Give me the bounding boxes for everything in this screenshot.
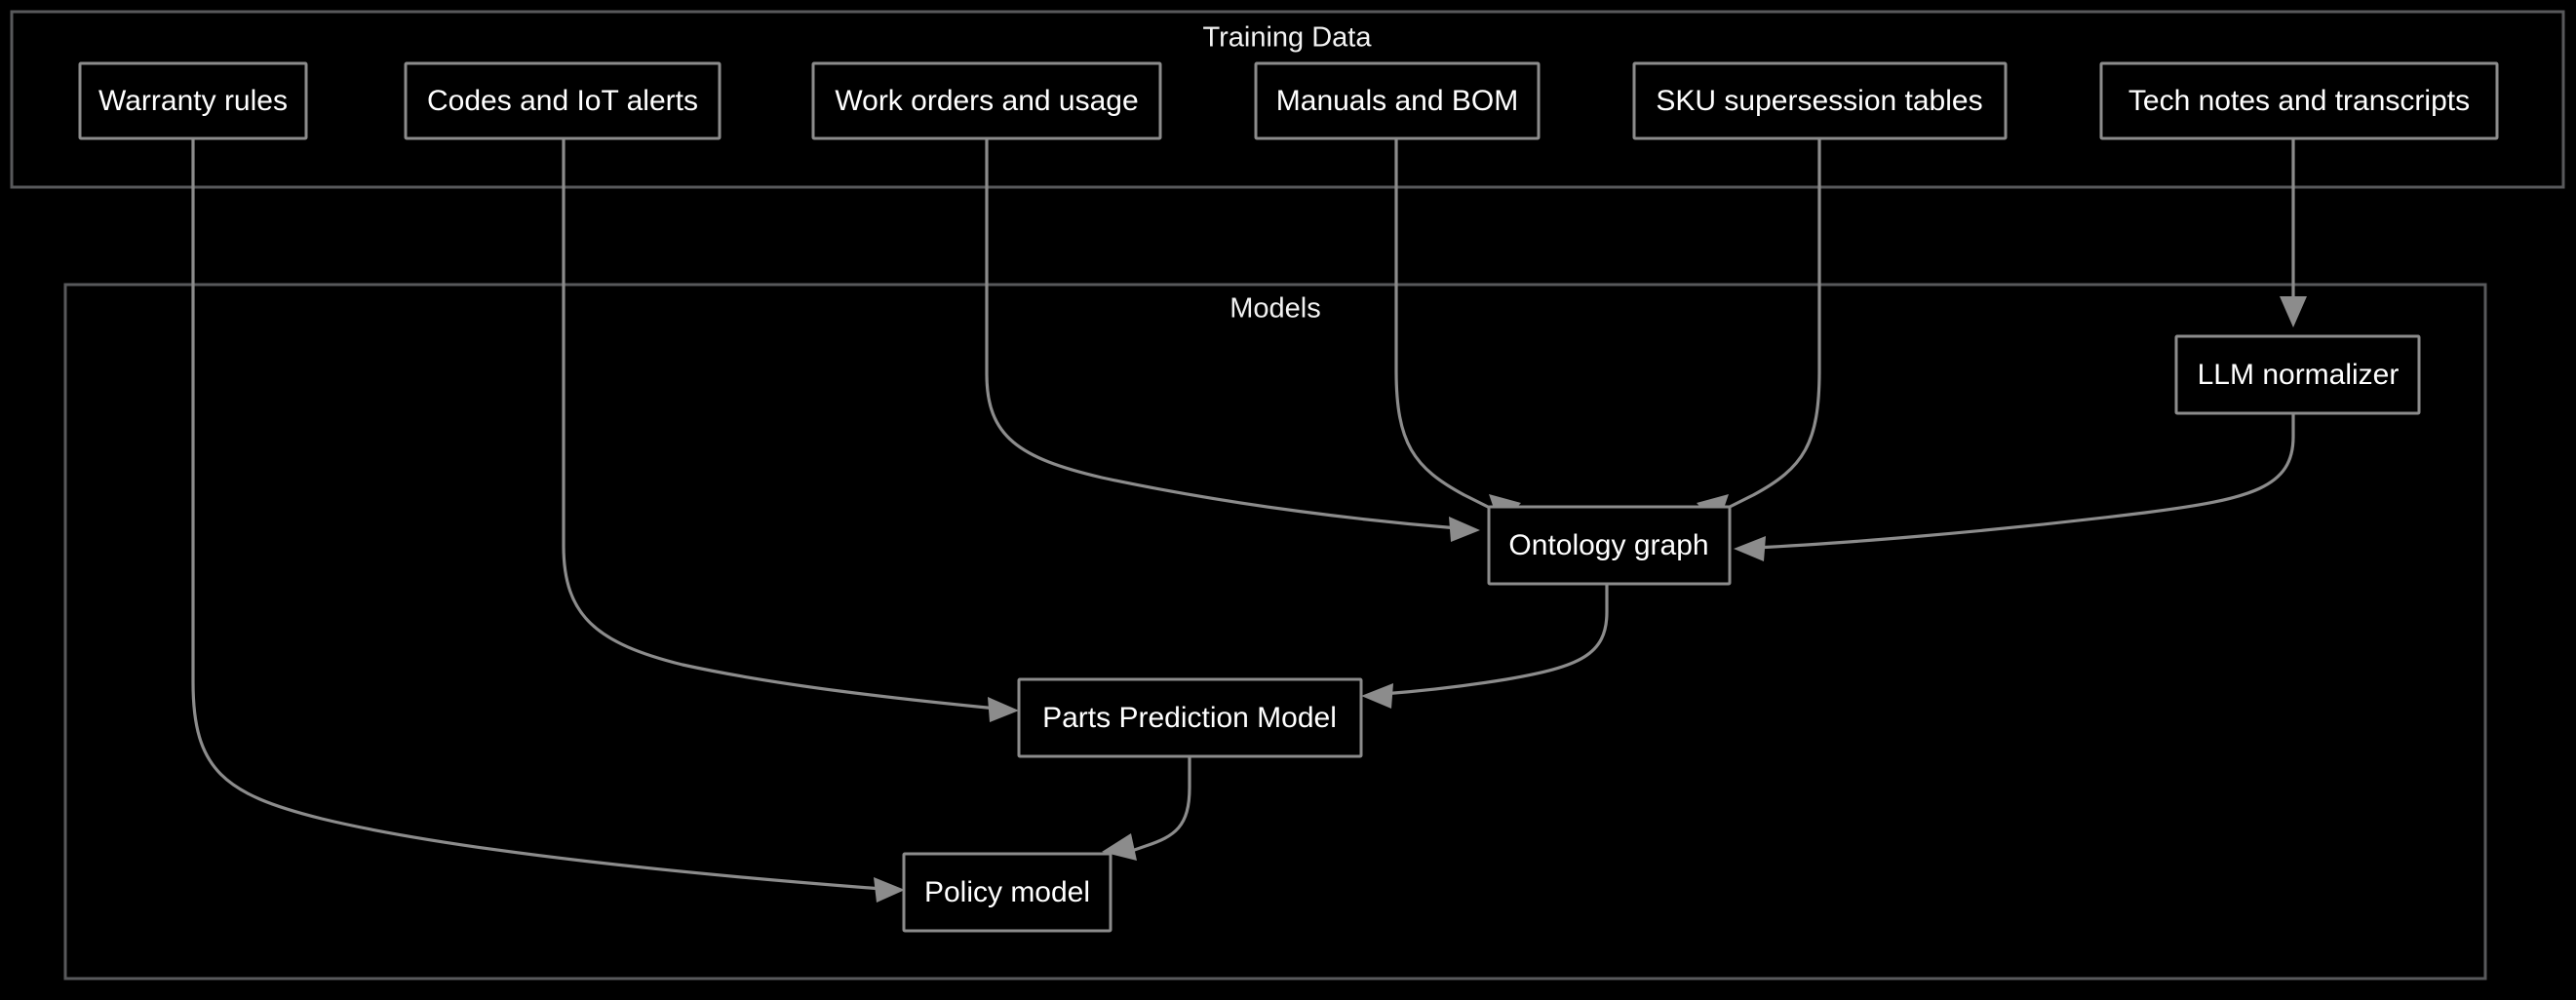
edge-llm-normalizer-to-ontology-graph-line	[1754, 414, 2295, 550]
edge-tech-notes-to-llm-normalizer-arrowhead	[2280, 296, 2307, 327]
node-sku-supersession-tables-box[interactable]	[1632, 61, 2008, 140]
edge-parts-prediction-model-to-policy-model-line	[1122, 756, 1191, 856]
cluster-training-data-label: Training Data	[1202, 22, 1372, 54]
node-policy-model[interactable]: Policy model	[902, 852, 1112, 933]
node-work-orders-and-usage-box[interactable]	[811, 61, 1162, 140]
edge-llm-normalizer-to-ontology-graph-arrowhead	[1734, 536, 1766, 561]
node-policy-model-box[interactable]	[902, 852, 1112, 933]
node-tech-notes-and-transcripts[interactable]: Tech notes and transcripts	[2099, 61, 2499, 140]
edge-warranty-rules-to-policy-model-arrowhead	[874, 877, 905, 903]
edge-ontology-graph-to-parts-prediction-model-line	[1382, 580, 1609, 696]
edge-llm-normalizer-to-ontology-graph	[1734, 414, 2295, 561]
edge-sku-supersession-to-ontology-graph-line	[1715, 138, 1821, 516]
node-tech-notes-and-transcripts-label: Tech notes and transcripts	[2128, 85, 2470, 117]
edge-work-orders-usage-to-ontology-graph-line	[985, 138, 1459, 530]
node-sku-supersession-tables[interactable]: SKU supersession tables	[1632, 61, 2008, 140]
edge-work-orders-usage-to-ontology-graph	[985, 138, 1480, 542]
node-policy-model-label: Policy model	[924, 876, 1090, 908]
node-ontology-graph-label: Ontology graph	[1508, 529, 1708, 561]
edge-ontology-graph-to-parts-prediction-model-arrowhead	[1361, 683, 1393, 709]
node-tech-notes-and-transcripts-box[interactable]	[2099, 61, 2499, 140]
edge-warranty-rules-to-policy-model	[191, 138, 905, 903]
cluster-models: Models	[63, 283, 2487, 981]
node-warranty-rules-label: Warranty rules	[98, 85, 288, 117]
node-codes-and-iot-alerts-label: Codes and IoT alerts	[427, 85, 698, 117]
edge-codes-iot-alerts-to-parts-prediction-model	[562, 138, 1019, 722]
edge-warranty-rules-to-policy-model-line	[191, 138, 883, 891]
node-codes-and-iot-alerts[interactable]: Codes and IoT alerts	[404, 61, 722, 140]
node-sku-supersession-tables-label: SKU supersession tables	[1656, 85, 1982, 117]
cluster-models-label: Models	[1229, 293, 1321, 325]
edge-ontology-graph-to-parts-prediction-model	[1361, 580, 1609, 709]
cluster-training-data-border	[10, 10, 2565, 189]
edge-sku-supersession-to-ontology-graph	[1697, 138, 1821, 525]
node-ontology-graph[interactable]: Ontology graph	[1487, 505, 1732, 586]
node-parts-prediction-model-label: Parts Prediction Model	[1042, 702, 1337, 734]
node-work-orders-and-usage[interactable]: Work orders and usage	[811, 61, 1162, 140]
node-codes-and-iot-alerts-box[interactable]	[404, 61, 722, 140]
edge-parts-prediction-model-to-policy-model	[1102, 756, 1191, 861]
node-llm-normalizer[interactable]: LLM normalizer	[2174, 334, 2421, 415]
edge-layer	[191, 138, 2307, 903]
node-manuals-and-bom[interactable]: Manuals and BOM	[1254, 61, 1541, 140]
edge-codes-iot-alerts-to-parts-prediction-model-arrowhead	[988, 697, 1019, 722]
node-warranty-rules[interactable]: Warranty rules	[78, 61, 308, 140]
node-manuals-and-bom-label: Manuals and BOM	[1276, 85, 1518, 117]
node-ontology-graph-box[interactable]	[1487, 505, 1732, 586]
cluster-models-border	[63, 283, 2487, 981]
node-llm-normalizer-label: LLM normalizer	[2198, 359, 2400, 391]
node-llm-normalizer-box[interactable]	[2174, 334, 2421, 415]
node-parts-prediction-model[interactable]: Parts Prediction Model	[1017, 677, 1363, 758]
node-work-orders-and-usage-label: Work orders and usage	[835, 85, 1138, 117]
cluster-training-data: Training Data	[10, 10, 2565, 189]
node-manuals-and-bom-box[interactable]	[1254, 61, 1541, 140]
edge-manuals-bom-to-ontology-graph-line	[1394, 138, 1503, 516]
node-parts-prediction-model-box[interactable]	[1017, 677, 1363, 758]
edge-tech-notes-to-llm-normalizer	[2280, 138, 2307, 327]
edge-codes-iot-alerts-to-parts-prediction-model-line	[562, 138, 997, 711]
edge-work-orders-usage-to-ontology-graph-arrowhead	[1449, 517, 1480, 542]
edge-manuals-bom-to-ontology-graph	[1394, 138, 1521, 525]
node-warranty-rules-box[interactable]	[78, 61, 308, 140]
